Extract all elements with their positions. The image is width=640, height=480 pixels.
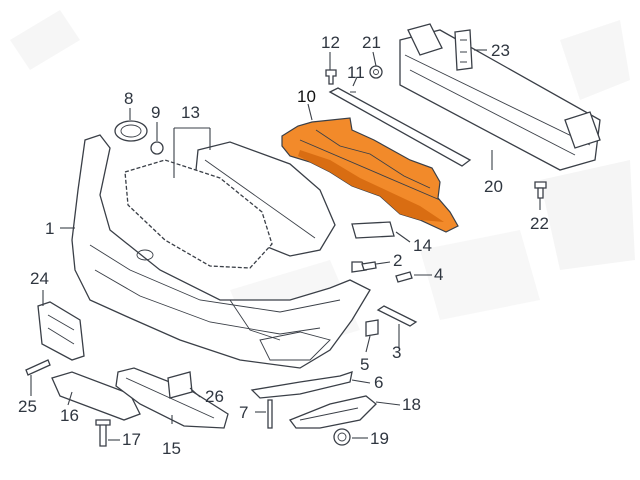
label-20: 20: [484, 177, 503, 196]
pin-4: [395, 271, 413, 283]
bracket-5: [365, 319, 379, 337]
label-14: 14: [413, 236, 432, 255]
sensor-26: [167, 371, 193, 399]
license-plate-bracket: [37, 301, 85, 361]
leader-lines: [30, 49, 541, 441]
label-10: 10: [297, 87, 316, 106]
label-5: 5: [360, 355, 369, 374]
label-26: 26: [205, 387, 224, 406]
fog-lamp-bezel: [288, 395, 377, 429]
upper-strip: [328, 87, 472, 167]
bolt-2: [351, 261, 377, 273]
label-8: 8: [124, 89, 133, 108]
label-18: 18: [402, 395, 421, 414]
callout-labels: 12 21 23 11 10 8 9 13 20 1 22 14 2 4 24 …: [18, 33, 549, 458]
fog-surround-upper: [250, 371, 353, 399]
label-1: 1: [45, 219, 54, 238]
strip-3: [376, 305, 418, 327]
label-13: 13: [181, 103, 200, 122]
label-21: 21: [362, 33, 381, 52]
label-17: 17: [122, 430, 141, 449]
label-3: 3: [392, 343, 401, 362]
bolt-22: [534, 181, 547, 199]
bumper-reinforcement-beam: [399, 23, 601, 171]
beam-bracket: [454, 29, 473, 71]
ring-19: [333, 428, 351, 446]
clip-25: [25, 359, 51, 376]
label-24: 24: [30, 269, 49, 288]
label-11: 11: [347, 63, 365, 82]
label-4: 4: [434, 265, 443, 284]
label-6: 6: [374, 373, 383, 392]
label-16: 16: [60, 406, 79, 425]
label-25: 25: [18, 397, 37, 416]
label-7: 7: [239, 403, 248, 422]
st-badge: [351, 221, 395, 239]
label-15: 15: [162, 439, 181, 458]
cap-9: [150, 141, 164, 155]
label-23: 23: [491, 41, 510, 60]
label-22: 22: [530, 214, 549, 233]
clip-12: [325, 69, 337, 85]
emblem-8: [114, 120, 148, 142]
bumper-cover: [71, 134, 371, 369]
label-19: 19: [370, 429, 389, 448]
label-2: 2: [393, 251, 402, 270]
lower-trim: [51, 371, 141, 421]
stud-17: [95, 419, 111, 447]
label-9: 9: [151, 103, 160, 122]
nut-21: [369, 65, 383, 79]
pin-7: [267, 399, 273, 429]
grille-surround: [124, 159, 273, 269]
label-12: 12: [321, 33, 340, 52]
highlighted-lower-shield: [281, 117, 459, 233]
